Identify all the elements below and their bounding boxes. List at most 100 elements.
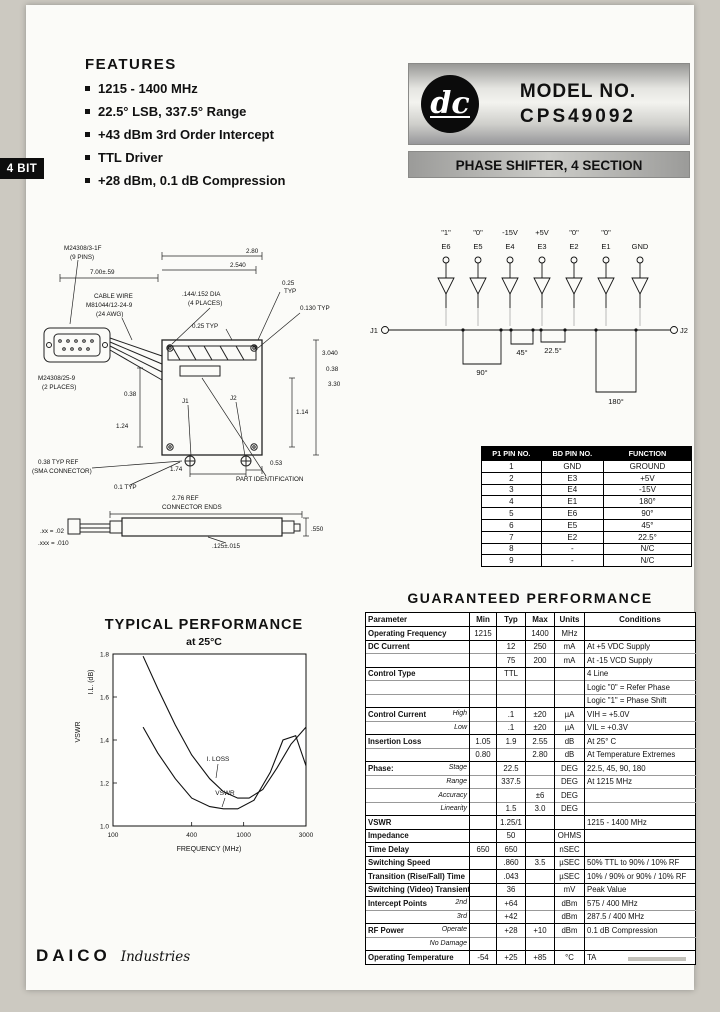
perf-table-row: No Damage [365, 936, 696, 951]
dim-label: .550 [311, 526, 324, 533]
perf-table-header: Parameter Min Typ Max Units Conditions [365, 612, 696, 627]
model-text: MODEL NO. CPS49092 [479, 81, 677, 128]
mech-label: CABLE WIRE [94, 293, 133, 300]
mech-label: M81044/12-24-9 [86, 302, 133, 309]
section-label: 45° [516, 348, 527, 357]
x-tick-label: 100 [108, 832, 119, 839]
section-label: 90° [476, 368, 487, 377]
bullet-icon [85, 155, 90, 160]
feature-text: +43 dBm 3rd Order Intercept [98, 127, 274, 142]
pin-tag: -15V [502, 228, 518, 237]
brand-name: DAICO [36, 946, 111, 965]
dim-label: 2.540 [230, 262, 246, 269]
dim-label: 0.1 TYP [114, 484, 137, 491]
pin-table-row: 9-N/C [481, 554, 693, 568]
typical-performance-subtitle: at 25°C [186, 636, 222, 648]
col-bd-pin: BD PIN NO. [540, 446, 604, 461]
feature-text: 22.5° LSB, 337.5° Range [98, 104, 247, 119]
leader-line [221, 797, 226, 808]
features-section: FEATURES 1215 - 1400 MHz 22.5° LSB, 337.… [85, 56, 385, 188]
pin-name: GND [632, 242, 649, 251]
feature-item: TTL Driver [85, 150, 385, 165]
bullet-icon [85, 109, 90, 114]
dim-label: 0.38 [124, 391, 137, 398]
mech-label: (SMA CONNECTOR) [32, 468, 92, 475]
bit-count-tab: 4 BIT [0, 158, 44, 179]
typical-performance-title: TYPICAL PERFORMANCE [104, 617, 304, 633]
pin-table-header: P1 PIN NO. BD PIN NO. FUNCTION [481, 446, 693, 461]
dim-label: 2.76 REF [172, 495, 199, 502]
mech-label: (2 PLACES) [42, 384, 76, 391]
col-conditions: Conditions [584, 612, 696, 627]
module-outline [161, 339, 263, 467]
dim-label: .125±.015 [212, 543, 240, 550]
dim-label: 7.00±.59 [90, 269, 115, 276]
x-axis-label: FREQUENCY (MHz) [177, 846, 242, 853]
feature-item: +28 dBm, 0.1 dB Compression [85, 173, 385, 188]
dim-label: 1.74 [170, 466, 183, 473]
features-title: FEATURES [85, 56, 177, 73]
typical-performance-chart: I.L. (dB) VSWR I. LOSS VSWR FREQUENCY (M… [75, 652, 314, 854]
logo-text: dc [430, 86, 470, 121]
model-header-box: dc MODEL NO. CPS49092 [408, 63, 690, 145]
mech-label: M24308/25-9 [38, 375, 76, 382]
mech-label: (4 PLACES) [188, 300, 222, 307]
col-parameter: Parameter [365, 612, 470, 627]
switch-contacts [461, 328, 638, 332]
y-tick-label: 1.2 [100, 781, 109, 788]
pin-tag: "0" [601, 228, 611, 237]
mech-label: PART IDENTIFICATION [236, 476, 304, 483]
dsub-connector [43, 327, 163, 381]
chart-curve-iloss [142, 655, 307, 799]
tolerance-note: .xx = .02 [40, 528, 64, 535]
pin-table-row: 8-N/C [481, 542, 693, 556]
perf-table-row: Logic "1" = Phase Shift [365, 693, 696, 708]
feature-item: 1215 - 1400 MHz [85, 81, 385, 96]
dim-label: 1.24 [116, 423, 129, 430]
pin-tag: "0" [473, 228, 483, 237]
y-tick-label: 1.8 [100, 652, 109, 659]
control-lines [445, 308, 641, 326]
mech-label: (9 PINS) [70, 254, 94, 261]
pin-name: E2 [569, 242, 578, 251]
y-axis-label-vswr: VSWR [75, 722, 82, 743]
y-tick-label: 1.4 [100, 738, 109, 745]
bullet-icon [85, 86, 90, 91]
mech-label: .144/.152 DIA [182, 291, 221, 298]
pin-name: E4 [505, 242, 514, 251]
feature-item: 22.5° LSB, 337.5° Range [85, 104, 385, 119]
section-label: 180° [608, 397, 624, 406]
side-view [67, 517, 301, 537]
mech-label: (24 AWG) [96, 311, 123, 318]
mech-label: 0.38 TYP REF [38, 459, 79, 466]
feature-text: 1215 - 1400 MHz [98, 81, 198, 96]
x-tick-label: 3000 [299, 832, 314, 839]
series-label-iloss: I. LOSS [207, 756, 230, 763]
pin-tag: "1" [441, 228, 451, 237]
x-tick-label: 1000 [236, 832, 251, 839]
model-number: CPS49092 [520, 105, 636, 127]
x-tick-label: 400 [186, 832, 197, 839]
j1-label: J1 [370, 326, 378, 335]
dim-label: 3.040 [322, 350, 338, 357]
